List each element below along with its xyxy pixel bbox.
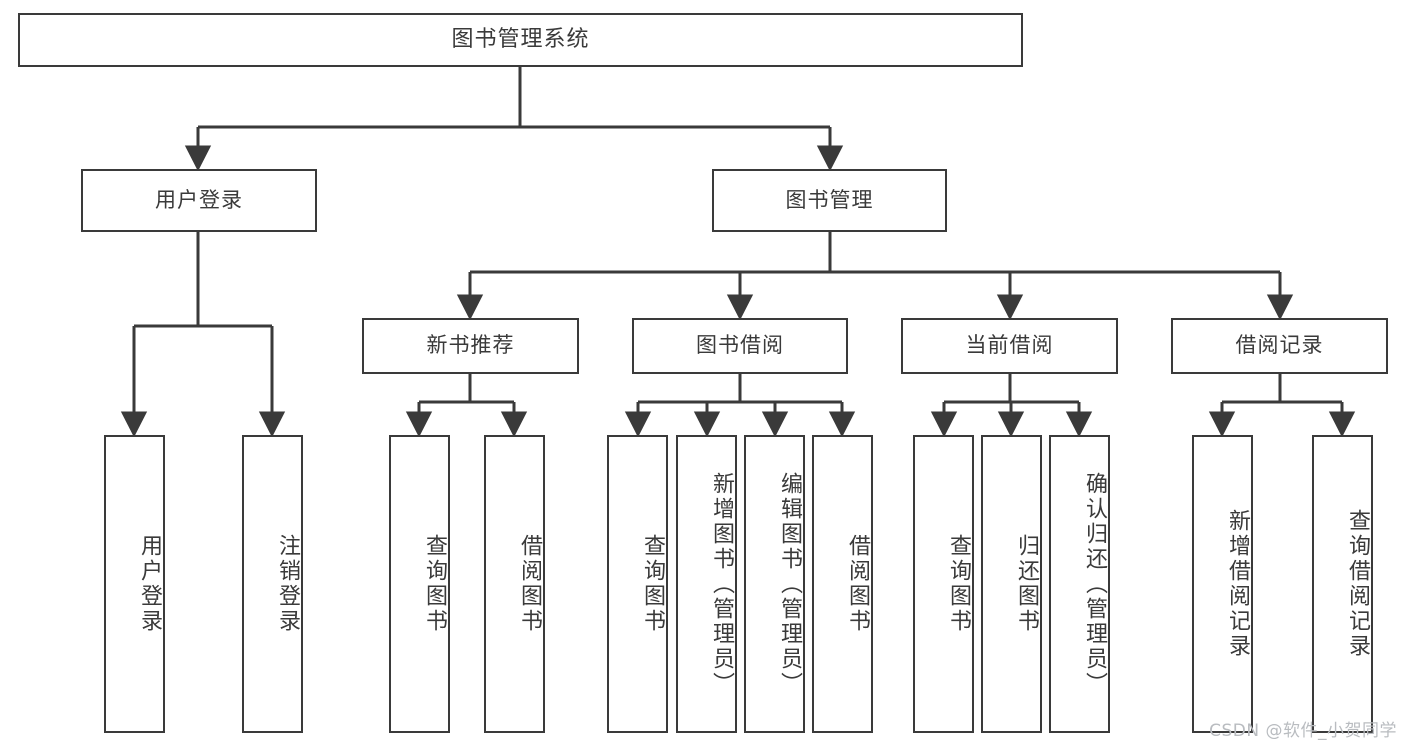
- node-label: 查询借阅记录: [1345, 509, 1370, 659]
- leaf-borrow-book-recommend[interactable]: 借阅图书: [484, 435, 545, 733]
- node-new-book-recommend[interactable]: 新书推荐: [362, 318, 579, 374]
- node-label: 图书管理系统: [451, 26, 590, 52]
- leaf-add-book[interactable]: 新增图书（管理员）: [676, 435, 737, 733]
- node-label: 借阅记录: [1235, 333, 1324, 358]
- node-current-borrow[interactable]: 当前借阅: [901, 318, 1118, 374]
- node-label: 当前借阅: [965, 333, 1054, 358]
- watermark: CSDN @软件_小贺同学: [1209, 721, 1397, 741]
- node-label: 图书管理: [785, 187, 874, 212]
- leaf-user-login[interactable]: 用户登录: [104, 435, 165, 733]
- node-label: 查询图书: [640, 534, 665, 634]
- leaf-return-book[interactable]: 归还图书: [981, 435, 1042, 733]
- node-label: 新增借阅记录: [1225, 509, 1250, 659]
- node-label: 查询图书: [946, 534, 971, 634]
- node-book-borrow[interactable]: 图书借阅: [632, 318, 848, 374]
- leaf-confirm-return[interactable]: 确认归还（管理员）: [1049, 435, 1110, 733]
- node-label: 编辑图书（管理员）: [777, 471, 802, 697]
- leaf-edit-book[interactable]: 编辑图书（管理员）: [744, 435, 805, 733]
- node-label: 新书推荐: [426, 333, 515, 358]
- leaf-query-book-current[interactable]: 查询图书: [913, 435, 974, 733]
- node-label: 借阅图书: [517, 534, 542, 634]
- node-label: 图书借阅: [696, 333, 784, 358]
- node-label: 归还图书: [1014, 534, 1039, 634]
- node-root-system[interactable]: 图书管理系统: [18, 13, 1023, 67]
- leaf-logout[interactable]: 注销登录: [242, 435, 303, 733]
- node-label: 用户登录: [155, 187, 243, 212]
- node-label: 借阅图书: [845, 534, 870, 634]
- node-label: 查询图书: [422, 534, 447, 634]
- leaf-query-book-recommend[interactable]: 查询图书: [389, 435, 450, 733]
- node-borrow-record[interactable]: 借阅记录: [1171, 318, 1388, 374]
- node-user-login[interactable]: 用户登录: [81, 169, 317, 232]
- node-label: 新增图书（管理员）: [709, 471, 734, 697]
- leaf-add-borrow-record[interactable]: 新增借阅记录: [1192, 435, 1253, 733]
- leaf-query-borrow-record[interactable]: 查询借阅记录: [1312, 435, 1373, 733]
- leaf-query-book-borrow[interactable]: 查询图书: [607, 435, 668, 733]
- leaf-borrow-book[interactable]: 借阅图书: [812, 435, 873, 733]
- node-label: 用户登录: [137, 534, 162, 634]
- node-book-management[interactable]: 图书管理: [712, 169, 947, 232]
- node-label: 注销登录: [275, 534, 300, 634]
- node-label: 确认归还（管理员）: [1082, 471, 1107, 697]
